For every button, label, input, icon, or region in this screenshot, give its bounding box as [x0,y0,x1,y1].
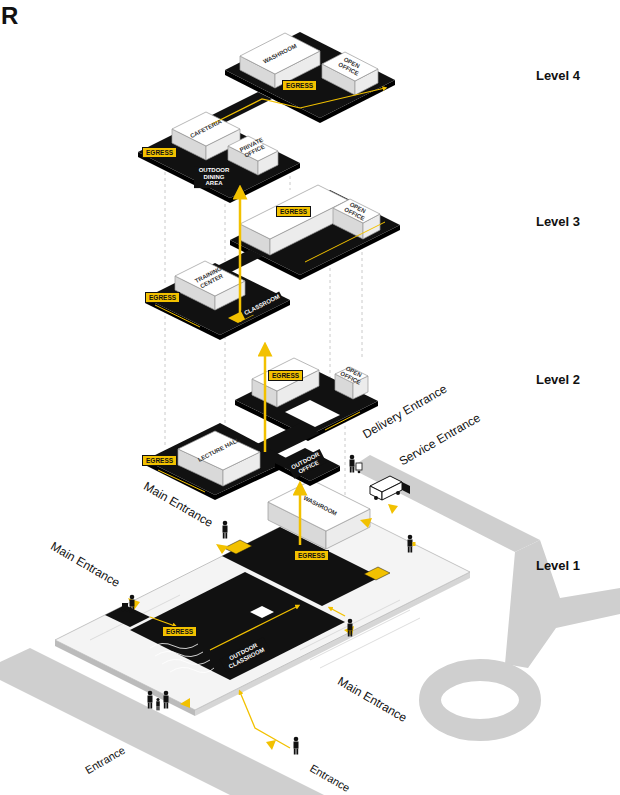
room-label: Entrance [308,762,352,794]
egress-label: EGRESS [146,457,173,464]
egress-box: EGRESS [142,455,177,466]
room-label: CAFETERIA [189,118,223,139]
level-or-entrance-label: Service Entrance [397,411,483,468]
level-2-plate [145,358,378,500]
level-4-plate [138,32,395,203]
level-or-entrance-label: Main Entrance [335,675,409,725]
level-or-entrance-label: Level 3 [536,215,580,229]
level-3-plate [145,185,400,340]
roads [0,455,620,795]
egress-label: EGRESS [149,294,176,301]
egress-label: EGRESS [166,628,193,635]
vertical-circulation [240,192,300,545]
cul-de-sac [430,670,530,730]
room-label: OPEN OFFICE [341,199,372,223]
room-label: Entrance [83,744,127,776]
room-label: OUTDOOR CLASSROOM [220,637,271,673]
delivery-truck [370,476,410,500]
level-or-entrance-label: Level 2 [536,373,580,387]
level-or-entrance-label: Level 1 [536,559,580,573]
egress-box: EGRESS [145,292,180,303]
egress-label: EGRESS [280,208,307,215]
room-label: TRAINING CENTER [191,264,229,292]
egress-label: EGRESS [146,149,173,156]
page-title: R [1,4,18,28]
entrance-arrows [128,504,398,750]
room-label: CLASSROOM [241,291,283,318]
egress-box: EGRESS [162,626,197,637]
room-label: WASHROOM [262,43,298,66]
room-label: PRIVATE OFFICE [238,136,269,160]
level-1-plate [55,480,470,750]
room-label: WASHROOM [302,495,338,518]
egress-label: EGRESS [272,372,299,379]
egress-box: EGRESS [268,370,303,381]
egress-box: EGRESS [294,550,329,561]
level-or-entrance-label: Delivery Entrance [361,383,450,442]
room-label: OPEN OFFICE [337,363,368,387]
egress-box: EGRESS [282,80,317,91]
room-label: OPEN OFFICE [335,54,366,78]
egress-box: EGRESS [276,206,311,217]
egress-label: EGRESS [298,552,325,559]
room-label: OUTDOOR OFFICE [288,449,327,479]
egress-label: EGRESS [286,82,313,89]
level-or-entrance-label: Level 4 [536,69,580,83]
egress-box: EGRESS [142,147,177,158]
room-label: LECTURE HALL [197,437,241,464]
level-or-entrance-label: Main Entrance [141,480,215,530]
level-or-entrance-label: Main Entrance [48,540,122,590]
people-figures [122,455,416,755]
room-label: OUTDOOR DINING AREA [194,166,234,188]
